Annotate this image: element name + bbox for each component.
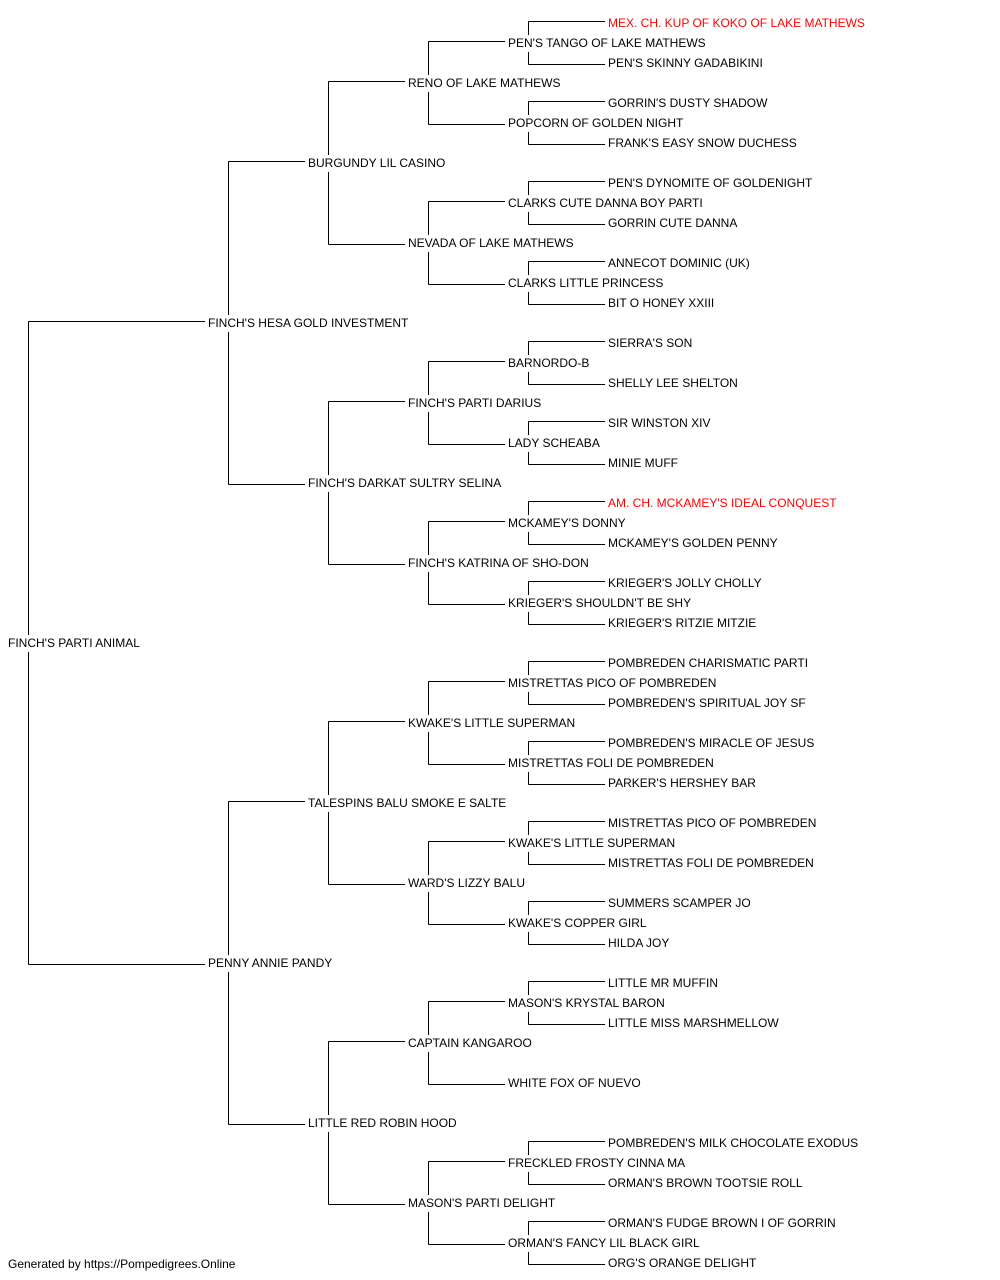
dog-name-clarks-little-princess: CLARKS LITTLE PRINCESS [508,276,664,290]
dog-name-org-s-orange-delight: ORG'S ORANGE DELIGHT [608,1256,757,1270]
dog-name-krieger-s-shouldn-t-be-shy: KRIEGER'S SHOULDN'T BE SHY [508,596,692,610]
dog-name-pombreden-s-spiritual-joy-sf: POMBREDEN'S SPIRITUAL JOY SF [608,696,806,710]
generated-by-footer: Generated by https://Pompedigrees.Online [8,1257,236,1271]
dog-name-sierra-s-son: SIERRA'S SON [608,336,693,350]
dog-name-reno-of-lake-mathews: RENO OF LAKE MATHEWS [408,76,561,90]
dog-name-mason-s-krystal-baron: MASON'S KRYSTAL BARON [508,996,665,1010]
dog-name-krieger-s-ritzie-mitzie: KRIEGER'S RITZIE MITZIE [608,616,757,630]
dog-name-captain-kangaroo: CAPTAIN KANGAROO [408,1036,532,1050]
dog-name-gorrin-cute-danna: GORRIN CUTE DANNA [608,216,738,230]
dog-name-mistrettas-foli-de-pombreden: MISTRETTAS FOLI DE POMBREDEN [508,756,714,770]
dog-name-orman-s-fudge-brown-i-of-gorrin: ORMAN'S FUDGE BROWN I OF GORRIN [608,1216,836,1230]
dog-name-talespins-balu-smoke-e-salte: TALESPINS BALU SMOKE E SALTE [308,796,507,810]
dog-name-finch-s-katrina-of-sho-don: FINCH'S KATRINA OF SHO-DON [408,556,589,570]
dog-name-kwake-s-little-superman: KWAKE'S LITTLE SUPERMAN [408,716,576,730]
dog-name-shelly-lee-shelton: SHELLY LEE SHELTON [608,376,738,390]
dog-name-orman-s-brown-tootsie-roll: ORMAN'S BROWN TOOTSIE ROLL [608,1176,803,1190]
dog-name-ward-s-lizzy-balu: WARD'S LIZZY BALU [408,876,525,890]
dog-name-mistrettas-pico-of-pombreden: MISTRETTAS PICO OF POMBREDEN [608,816,817,830]
dog-name-barnordo-b: BARNORDO-B [508,356,590,370]
dog-name-krieger-s-jolly-cholly: KRIEGER'S JOLLY CHOLLY [608,576,762,590]
dog-name-clarks-cute-danna-boy-parti: CLARKS CUTE DANNA BOY PARTI [508,196,703,210]
dog-name-orman-s-fancy-lil-black-girl: ORMAN'S FANCY LIL BLACK GIRL [508,1236,700,1250]
dog-name-hilda-joy: HILDA JOY [608,936,670,950]
dog-name-pombreden-s-milk-chocolate-exodus: POMBREDEN'S MILK CHOCOLATE EXODUS [608,1136,859,1150]
dog-name-pombreden-s-miracle-of-jesus: POMBREDEN'S MIRACLE OF JESUS [608,736,815,750]
dog-name-bit-o-honey-xxiii: BIT O HONEY XXIII [608,296,715,310]
dog-name-little-red-robin-hood: LITTLE RED ROBIN HOOD [308,1116,457,1130]
dog-name-pombreden-charismatic-parti: POMBREDEN CHARISMATIC PARTI [608,656,809,670]
dog-name-little-mr-muffin: LITTLE MR MUFFIN [608,976,718,990]
dog-name-mistrettas-pico-of-pombreden: MISTRETTAS PICO OF POMBREDEN [508,676,717,690]
dog-name-mistrettas-foli-de-pombreden: MISTRETTAS FOLI DE POMBREDEN [608,856,814,870]
dog-name-summers-scamper-jo: SUMMERS SCAMPER JO [608,896,751,910]
dog-name-mason-s-parti-delight: MASON'S PARTI DELIGHT [408,1196,556,1210]
dog-name-finch-s-darkat-sultry-selina: FINCH'S DARKAT SULTRY SELINA [308,476,502,490]
dog-name-little-miss-marshmellow: LITTLE MISS MARSHMELLOW [608,1016,779,1030]
dog-name-finch-s-hesa-gold-investment: FINCH'S HESA GOLD INVESTMENT [208,316,409,330]
dog-name-sir-winston-xiv: SIR WINSTON XIV [608,416,711,430]
dog-name-pen-s-skinny-gadabikini: PEN'S SKINNY GADABIKINI [608,56,763,70]
dog-name-kwake-s-copper-girl: KWAKE'S COPPER GIRL [508,916,647,930]
dog-name-lady-scheaba: LADY SCHEABA [508,436,600,450]
dog-name-freckled-frosty-cinna-ma: FRECKLED FROSTY CINNA MA [508,1156,686,1170]
dog-name-popcorn-of-golden-night: POPCORN OF GOLDEN NIGHT [508,116,684,130]
dog-name-mex-ch-kup-of-koko-of-lake-mathews: MEX. CH. KUP OF KOKO OF LAKE MATHEWS [608,16,865,30]
dog-name-mckamey-s-donny: MCKAMEY'S DONNY [508,516,626,530]
dog-name-mckamey-s-golden-penny: MCKAMEY'S GOLDEN PENNY [608,536,778,550]
dog-name-am-ch-mckamey-s-ideal-conquest: AM. CH. MCKAMEY'S IDEAL CONQUEST [608,496,837,510]
dog-name-pen-s-dynomite-of-goldenight: PEN'S DYNOMITE OF GOLDENIGHT [608,176,813,190]
dog-name-annecot-dominic-uk: ANNECOT DOMINIC (UK) [608,256,750,270]
dog-name-gorrin-s-dusty-shadow: GORRIN'S DUSTY SHADOW [608,96,768,110]
dog-name-finch-s-parti-animal: FINCH'S PARTI ANIMAL [8,636,140,650]
dog-name-pen-s-tango-of-lake-mathews: PEN'S TANGO OF LAKE MATHEWS [508,36,706,50]
dog-name-burgundy-lil-casino: BURGUNDY LIL CASINO [308,156,446,170]
dog-name-nevada-of-lake-mathews: NEVADA OF LAKE MATHEWS [408,236,574,250]
dog-name-kwake-s-little-superman: KWAKE'S LITTLE SUPERMAN [508,836,676,850]
dog-name-minie-muff: MINIE MUFF [608,456,678,470]
dog-name-frank-s-easy-snow-duchess: FRANK'S EASY SNOW DUCHESS [608,136,797,150]
dog-name-penny-annie-pandy: PENNY ANNIE PANDY [208,956,333,970]
dog-name-finch-s-parti-darius: FINCH'S PARTI DARIUS [408,396,542,410]
dog-name-parker-s-hershey-bar: PARKER'S HERSHEY BAR [608,776,756,790]
dog-name-white-fox-of-nuevo: WHITE FOX OF NUEVO [508,1076,641,1090]
